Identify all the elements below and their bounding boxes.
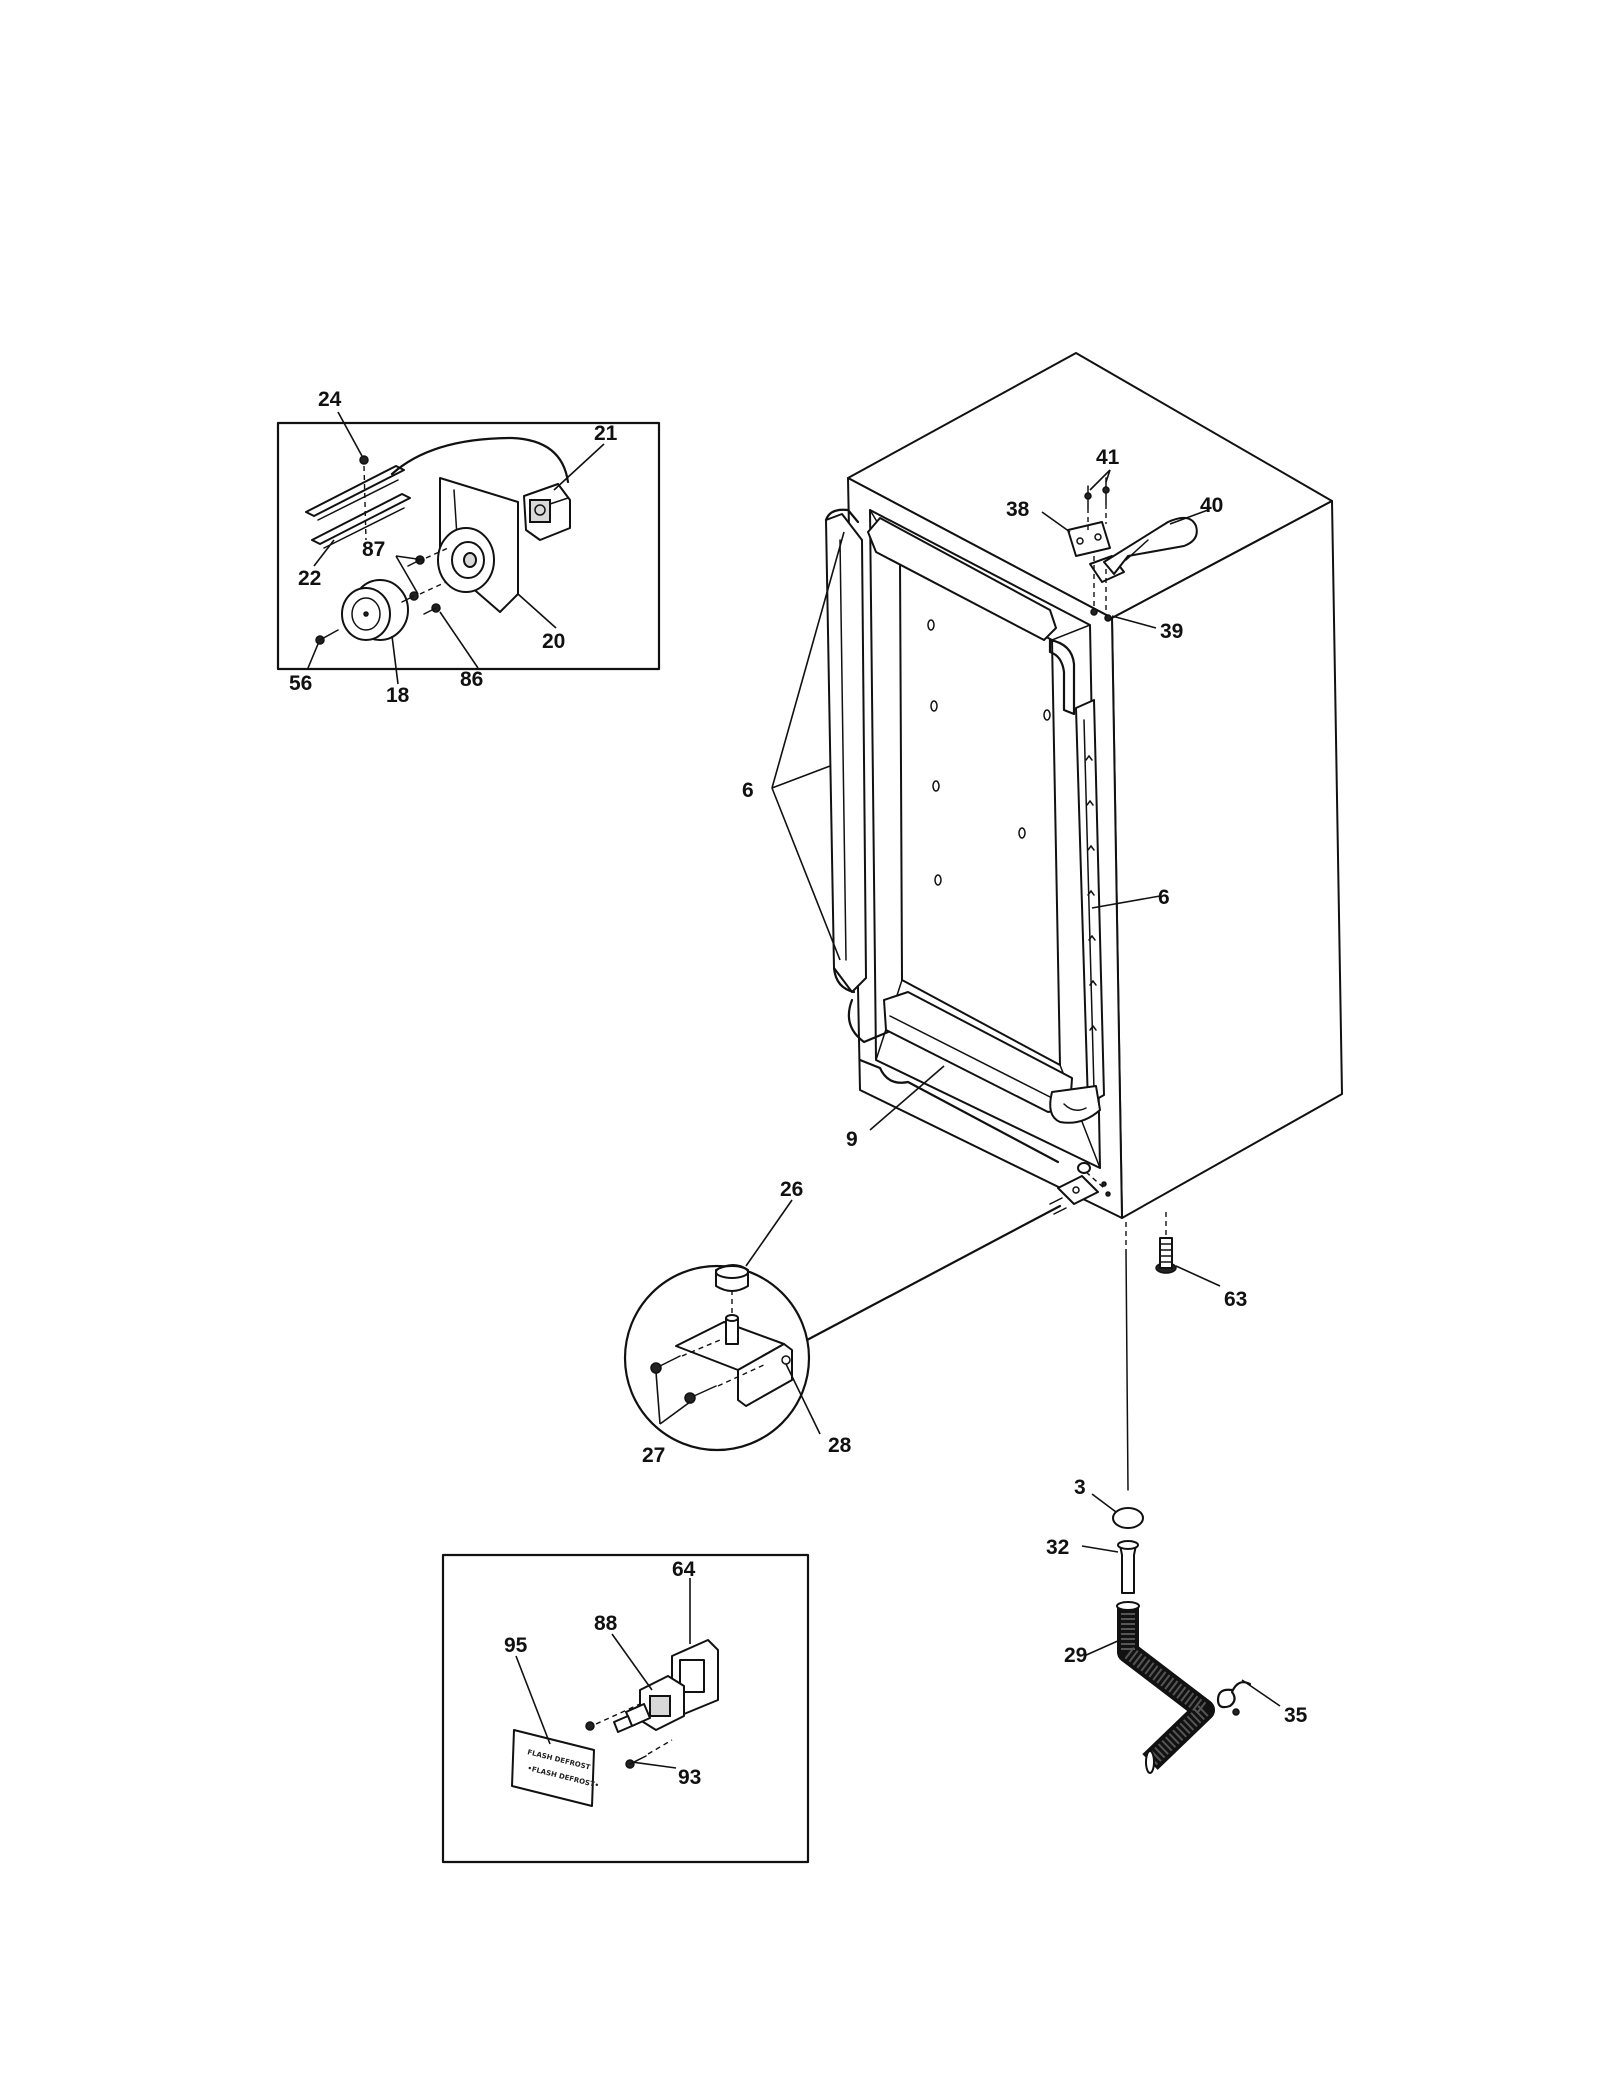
callout-39: 39 [1160,620,1183,643]
callout-26: 26 [780,1178,803,1201]
label-plate-95: FLASH DEFROST •FLASH DEFROST• [511,1729,600,1807]
heater-bar-22 [305,465,405,517]
callout-24: 24 [318,388,342,411]
inset-flash-defrost: FLASH DEFROST •FLASH DEFROST• [441,1553,810,1864]
clamp-35 [1216,1681,1252,1709]
inset-timer-assembly [276,421,661,671]
callout-22: 22 [298,567,321,590]
callout-9: 9 [846,1128,858,1151]
callout-93: 93 [678,1766,701,1789]
drain-plug-3 [1112,1507,1144,1529]
callout-95: 95 [504,1634,528,1657]
screws-41 [1084,477,1110,530]
callout-20: 20 [542,630,565,653]
drain-hose-29 [1117,1608,1215,1770]
callout-3: 3 [1074,1476,1086,1499]
callouts: 24 21 87 22 20 56 18 86 41 38 40 39 6 6 … [289,388,1308,1789]
drain-fitting-32 [1119,1544,1137,1594]
callout-32: 32 [1046,1536,1069,1559]
fan-18 [341,579,409,641]
callout-86: 86 [460,668,483,691]
callout-38: 38 [1006,498,1030,521]
callout-56: 56 [289,672,312,695]
bottom-hinge [1049,1162,1111,1215]
callout-28: 28 [828,1434,852,1457]
switch-88 [613,1675,685,1733]
callout-41: 41 [1096,446,1120,469]
callout-63: 63 [1224,1288,1247,1311]
callout-21: 21 [594,422,618,445]
callout-27: 27 [642,1444,665,1467]
callout-40: 40 [1200,494,1223,517]
drain-parts [1112,1507,1252,1774]
callout-35: 35 [1284,1704,1308,1727]
callout-29: 29 [1064,1644,1087,1667]
callout-87: 87 [362,538,385,561]
drain-line [1125,1249,1129,1491]
top-hinge [1067,521,1125,622]
cabinet [824,352,1343,1491]
hinge-cover-40 [1103,516,1198,575]
callout-88: 88 [594,1612,618,1635]
detail-lower-hinge [623,1204,1062,1452]
callout-6-left: 6 [742,779,754,802]
callout-6-right: 6 [1158,886,1170,909]
timer-21 [523,483,571,541]
leveling-leg-63 [1155,1212,1177,1274]
callout-18: 18 [386,684,410,707]
leader-lines [307,411,1281,1769]
callout-64: 64 [672,1558,696,1581]
